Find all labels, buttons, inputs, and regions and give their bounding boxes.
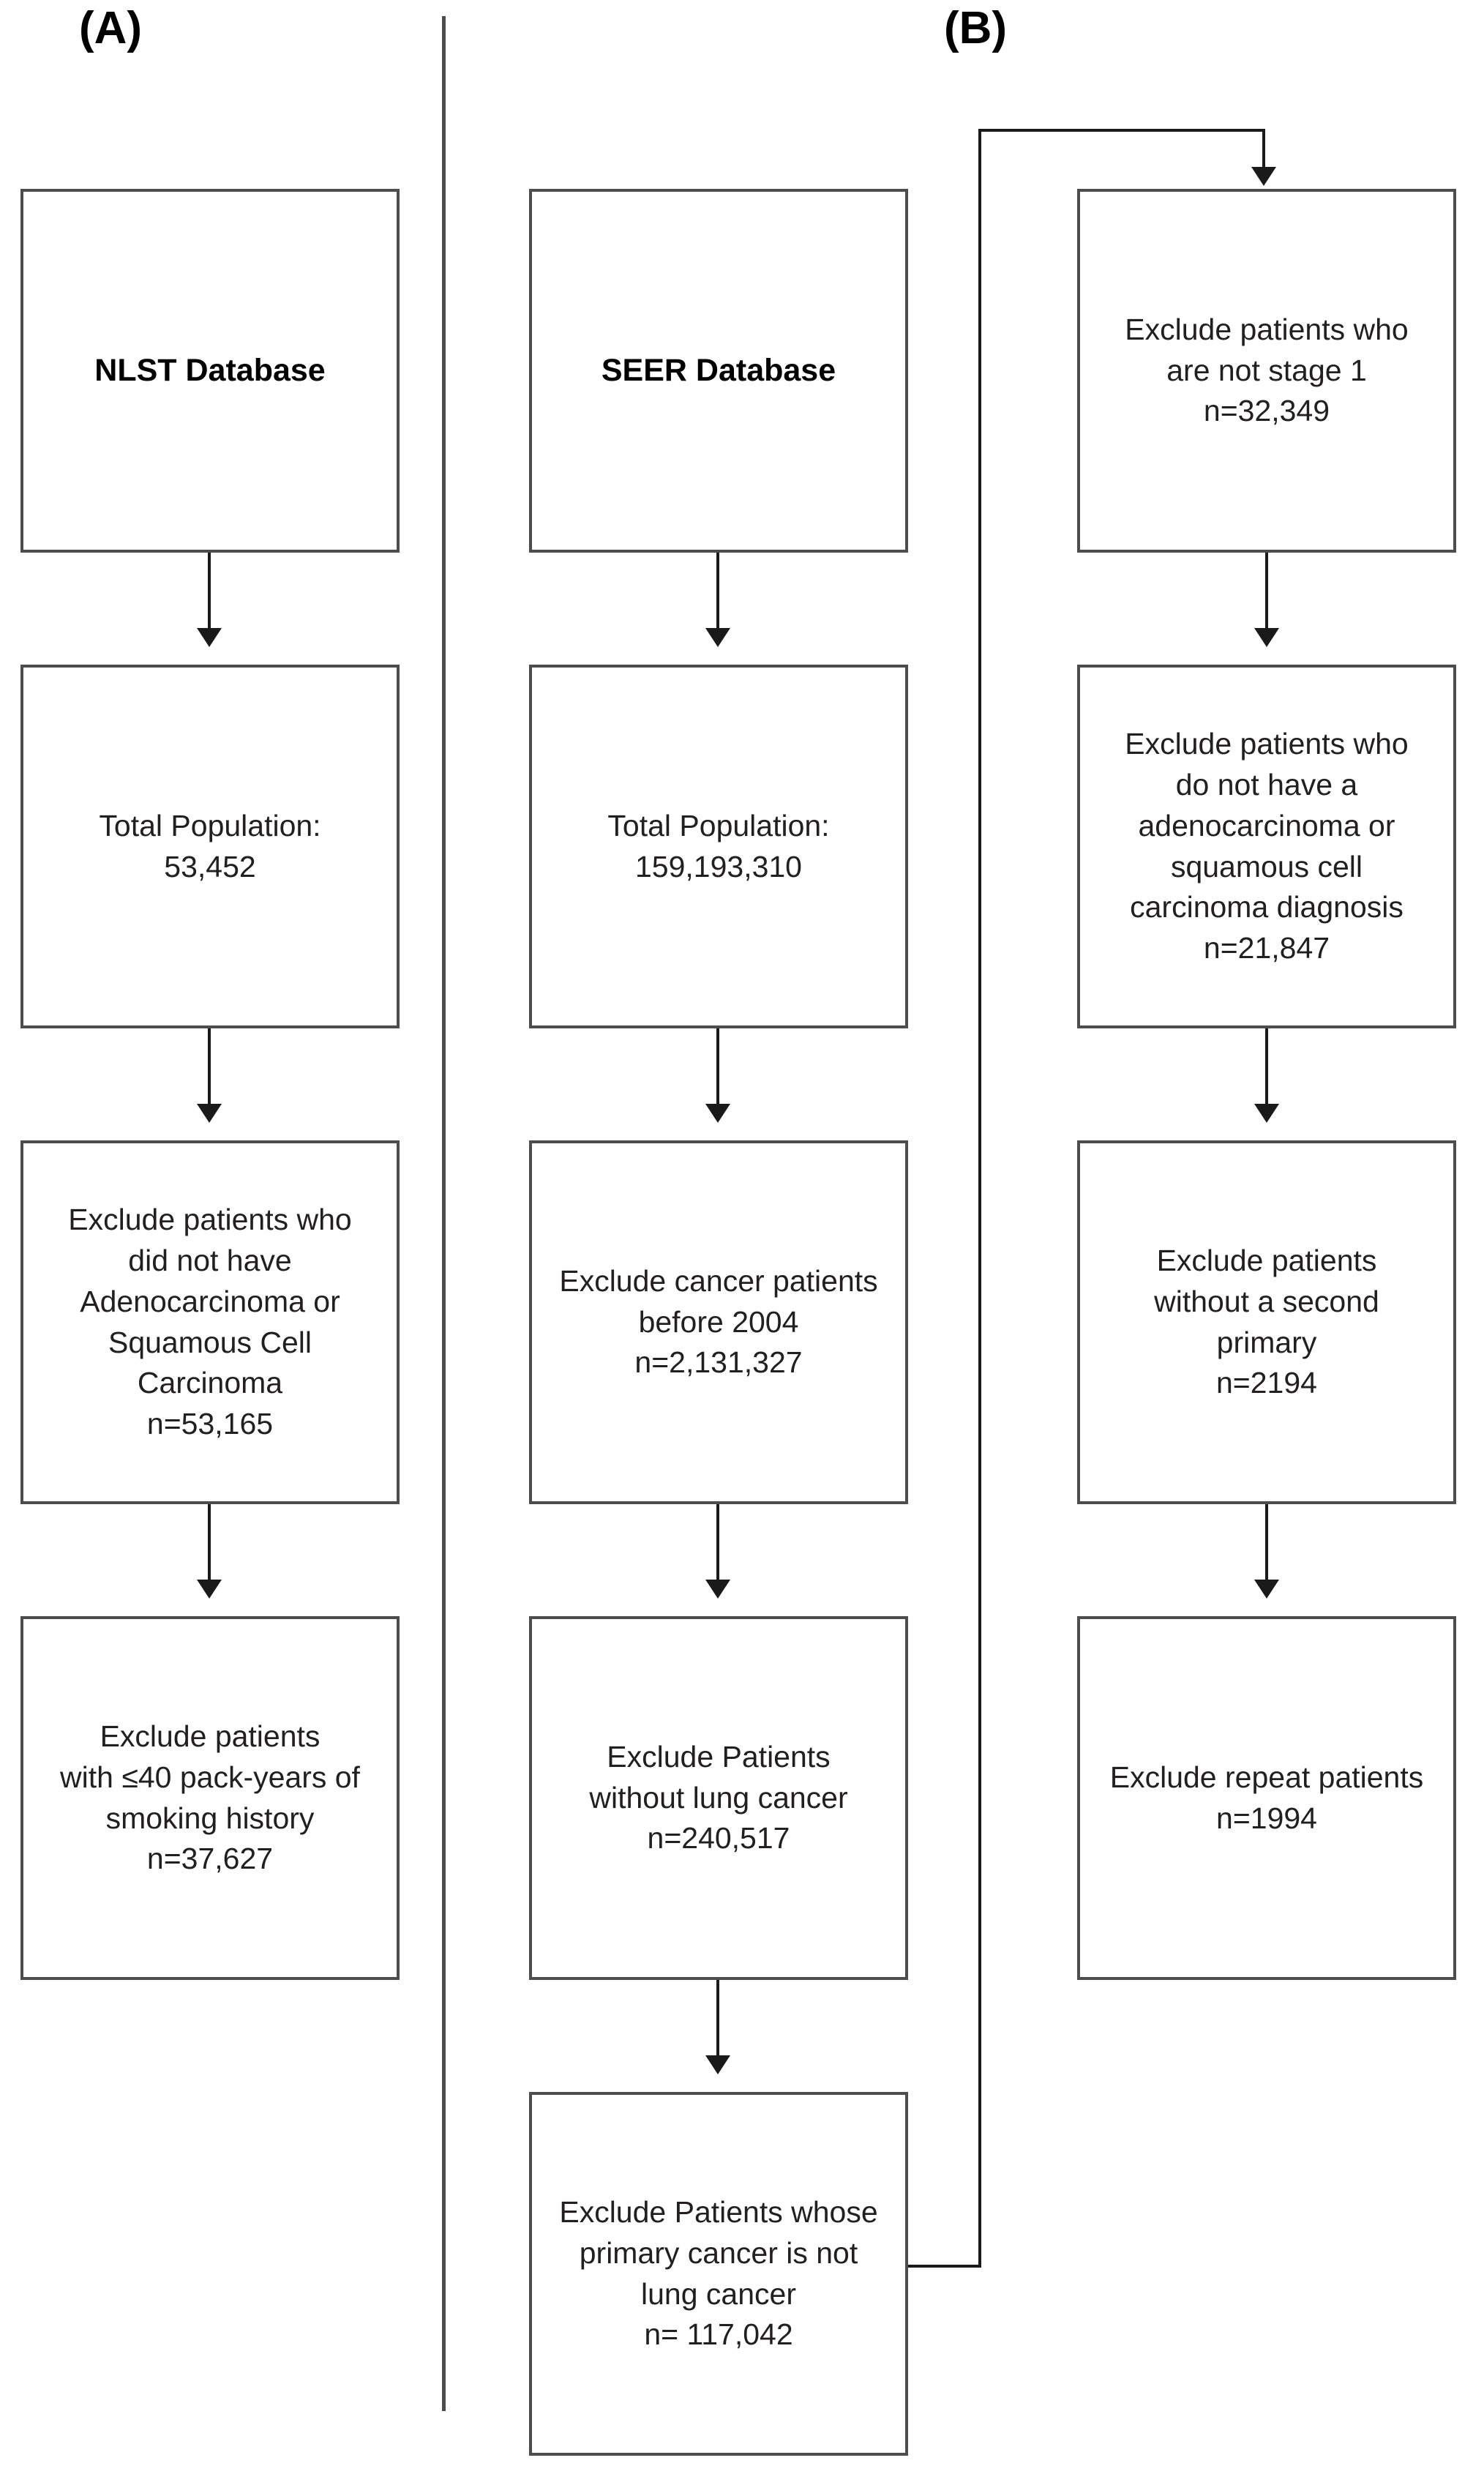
node-seer-exclude-no-second-primary: Exclude patients without a second primar… [1077, 1140, 1456, 1504]
node-nlst-exclude-packyears: Exclude patients with ≤40 pack-years of … [20, 1616, 400, 1980]
arrowhead-b1-b2-icon [705, 628, 730, 647]
arrowhead-a1-a2-icon [197, 628, 222, 647]
node-seer-exclude-before-2004: Exclude cancer patients before 2004 n=2,… [529, 1140, 908, 1504]
node-text: Total Population: 53,452 [99, 808, 321, 883]
node-text: Total Population: 159,193,310 [607, 808, 830, 883]
connector-a2-a3 [208, 1028, 211, 1104]
node-seer-exclude-no-lung-cancer: Exclude Patients without lung cancer n=2… [529, 1616, 908, 1980]
connector-a1-a2 [208, 553, 211, 628]
arrowhead-b4-b5-icon [705, 2055, 730, 2074]
node-seer-database: SEER Database [529, 189, 908, 553]
arrowhead-c1-c2-icon [1254, 628, 1279, 647]
connector-b5-to-c1-horizontal-in [978, 129, 1265, 132]
connector-c3-c4 [1265, 1504, 1268, 1580]
arrowhead-a3-a4-icon [197, 1580, 222, 1599]
node-text: Exclude patients who did not have Adenoc… [68, 1203, 352, 1440]
panel-label-a: (A) [79, 3, 143, 53]
node-nlst-database: NLST Database [20, 189, 400, 553]
connector-b4-b5 [716, 1980, 719, 2055]
node-text: Exclude patients with ≤40 pack-years of … [60, 1719, 360, 1876]
node-seer-exclude-not-stage1: Exclude patients who are not stage 1 n=3… [1077, 189, 1456, 553]
node-text: Exclude repeat patients n=1994 [1109, 1760, 1424, 1835]
connector-c2-c3 [1265, 1028, 1268, 1104]
node-seer-exclude-repeat-patients: Exclude repeat patients n=1994 [1077, 1616, 1456, 1980]
connector-b2-b3 [716, 1028, 719, 1104]
node-seer-exclude-histology: Exclude patients who do not have a adeno… [1077, 665, 1456, 1028]
connector-c1-c2 [1265, 553, 1268, 628]
node-nlst-total-population: Total Population: 53,452 [20, 665, 400, 1028]
connector-b5-to-c1-drop [1262, 129, 1265, 170]
arrowhead-c3-c4-icon [1254, 1580, 1279, 1599]
arrowhead-a2-a3-icon [197, 1104, 222, 1123]
node-text: Exclude cancer patients before 2004 n=2,… [559, 1263, 878, 1380]
connector-a3-a4 [208, 1504, 211, 1580]
node-text: Exclude Patients whose primary cancer is… [559, 2195, 878, 2352]
node-nlst-exclude-histology: Exclude patients who did not have Adenoc… [20, 1140, 400, 1504]
node-text: SEER Database [601, 353, 836, 389]
node-text: Exclude patients without a second primar… [1154, 1244, 1379, 1400]
connector-b3-b4 [716, 1504, 719, 1580]
panel-divider [442, 16, 446, 2411]
node-text: Exclude patients who do not have a adeno… [1125, 727, 1409, 965]
node-text: NLST Database [94, 353, 326, 389]
connector-b5-to-c1-horizontal-out [908, 2265, 981, 2268]
arrowhead-b3-b4-icon [705, 1580, 730, 1599]
connector-b1-b2 [716, 553, 719, 628]
node-text: Exclude patients who are not stage 1 n=3… [1125, 312, 1409, 428]
node-seer-total-population: Total Population: 159,193,310 [529, 665, 908, 1028]
arrowhead-c2-c3-icon [1254, 1104, 1279, 1123]
node-seer-exclude-primary-not-lung: Exclude Patients whose primary cancer is… [529, 2092, 908, 2456]
connector-b5-to-c1-vertical [978, 129, 981, 2268]
arrowhead-b2-b3-icon [705, 1104, 730, 1123]
arrowhead-b5-c1-icon [1251, 167, 1276, 186]
panel-label-b: (B) [944, 3, 1008, 53]
node-text: Exclude Patients without lung cancer n=2… [589, 1739, 848, 1856]
